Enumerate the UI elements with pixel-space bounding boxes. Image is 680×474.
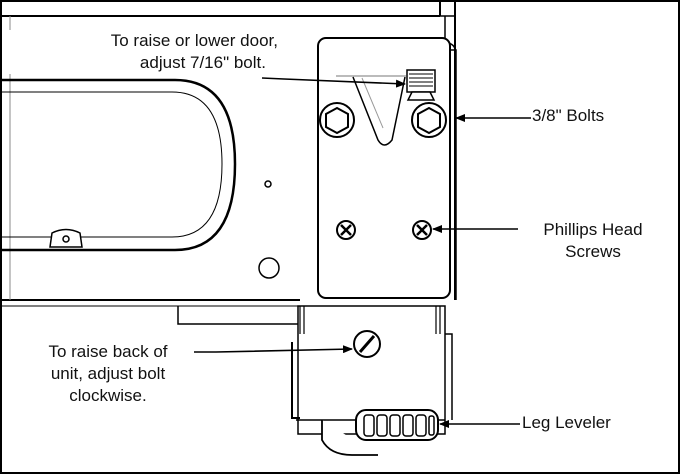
leg-leveler	[321, 409, 439, 456]
callout-back-adjust-line2: unit, adjust bolt	[50, 364, 166, 383]
callout-screws-line2: Screws	[565, 242, 621, 261]
callout-leg-leveler: Leg Leveler	[522, 412, 611, 434]
phillips-screw-right	[412, 220, 432, 240]
callout-back-adjust-line1: To raise back of	[48, 342, 168, 361]
oval-slot	[1, 78, 237, 252]
callout-door-adjust: To raise or lower door, adjust 7/16" bol…	[8, 30, 278, 74]
callout-screws-line1: Phillips Head	[543, 220, 643, 239]
callout-door-adjust-line2: adjust 7/16" bolt.	[139, 53, 266, 72]
callout-bolts-line1: 3/8" Bolts	[532, 106, 605, 125]
back-adjust-bolt	[353, 330, 381, 358]
callout-bolts: 3/8" Bolts	[532, 105, 605, 127]
bolt-3-8-left	[319, 102, 355, 138]
callout-back-adjust: To raise back of unit, adjust bolt clock…	[22, 341, 194, 407]
callout-leg-leveler-line1: Leg Leveler	[522, 413, 611, 432]
adjust-bolt-7-16	[406, 69, 436, 101]
large-hole	[258, 257, 280, 279]
callout-door-adjust-line1: To raise or lower door,	[110, 31, 278, 50]
slot-tab	[49, 228, 83, 248]
callout-back-adjust-line3: clockwise.	[69, 386, 147, 405]
callout-screws: Phillips Head Screws	[518, 219, 668, 263]
leader-door-adjust	[261, 77, 406, 88]
bolt-3-8-right	[411, 102, 447, 138]
phillips-screw-left	[336, 220, 356, 240]
small-hole	[264, 180, 272, 188]
